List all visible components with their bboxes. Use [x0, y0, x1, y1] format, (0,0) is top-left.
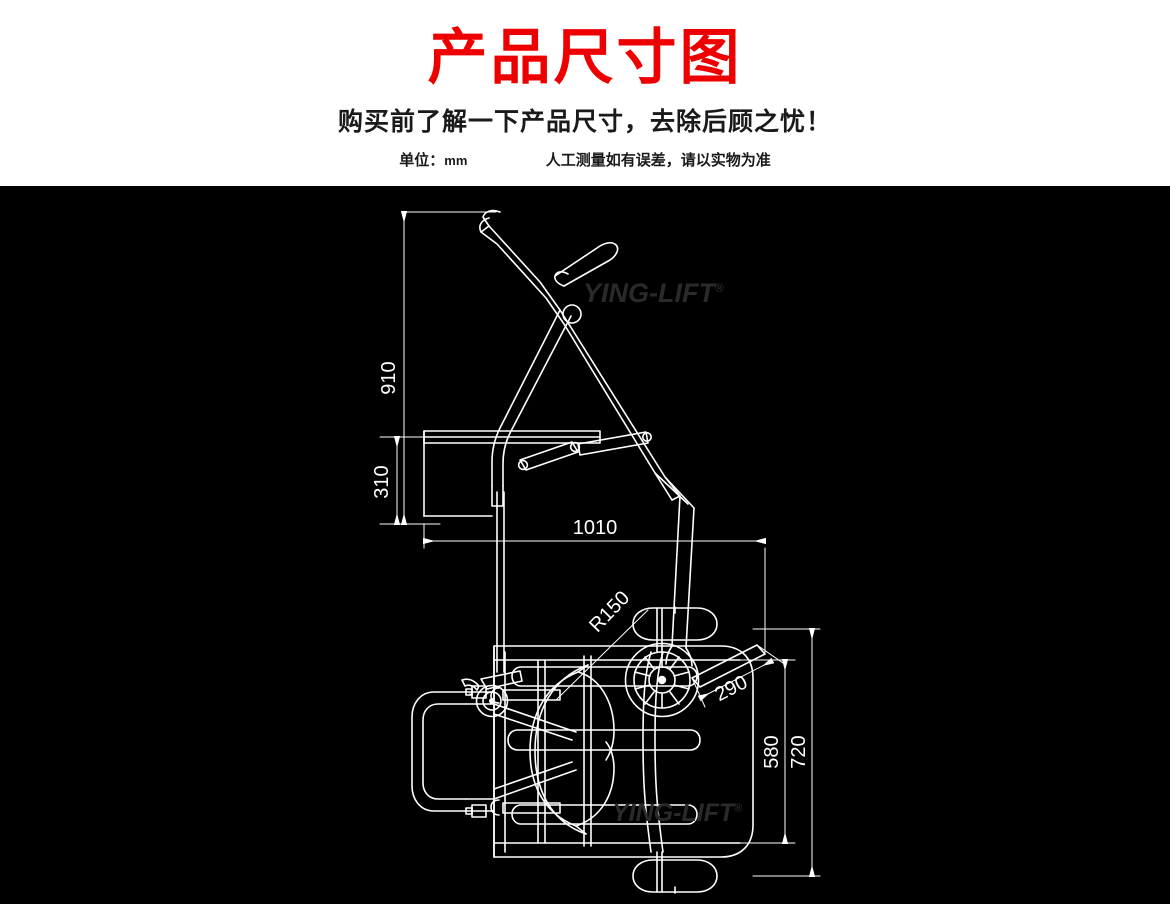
- dimension-label-290: 290: [711, 671, 751, 706]
- side-view-dimensions: [379, 211, 784, 708]
- dimension-label-910: 910: [378, 361, 400, 394]
- dimension-label-580: 580: [761, 735, 783, 768]
- header-note-line: 单位：mm 人工测量如有误差，请以实物为准: [0, 150, 1170, 172]
- dimension-label-720: 720: [788, 735, 810, 768]
- page-title: 产品尺寸图: [427, 24, 743, 91]
- dimension-label-310: 310: [371, 465, 393, 498]
- unit-note: 单位：mm: [399, 150, 467, 172]
- top-view-dimensions: [555, 609, 821, 877]
- unit-label: 单位：: [399, 152, 445, 169]
- dimension-label-1010: 1010: [573, 517, 618, 539]
- dimension-label-r150: R150: [585, 587, 634, 637]
- measurement-disclaimer: 人工测量如有误差，请以实物为准: [545, 152, 771, 169]
- header-banner: 产品尺寸图 购买前了解一下产品尺寸，去除后顾之忧！ 单位：mm 人工测量如有误差…: [0, 0, 1170, 186]
- unit-value: mm: [444, 153, 468, 168]
- page-subtitle: 购买前了解一下产品尺寸，去除后顾之忧！: [337, 108, 832, 136]
- top-view-trolley: [411, 606, 754, 894]
- cad-drawing: 910 310 1010 290: [371, 209, 821, 894]
- drawing-canvas: 910 310 1010 290: [0, 186, 1170, 904]
- side-view-trolley: [423, 209, 766, 718]
